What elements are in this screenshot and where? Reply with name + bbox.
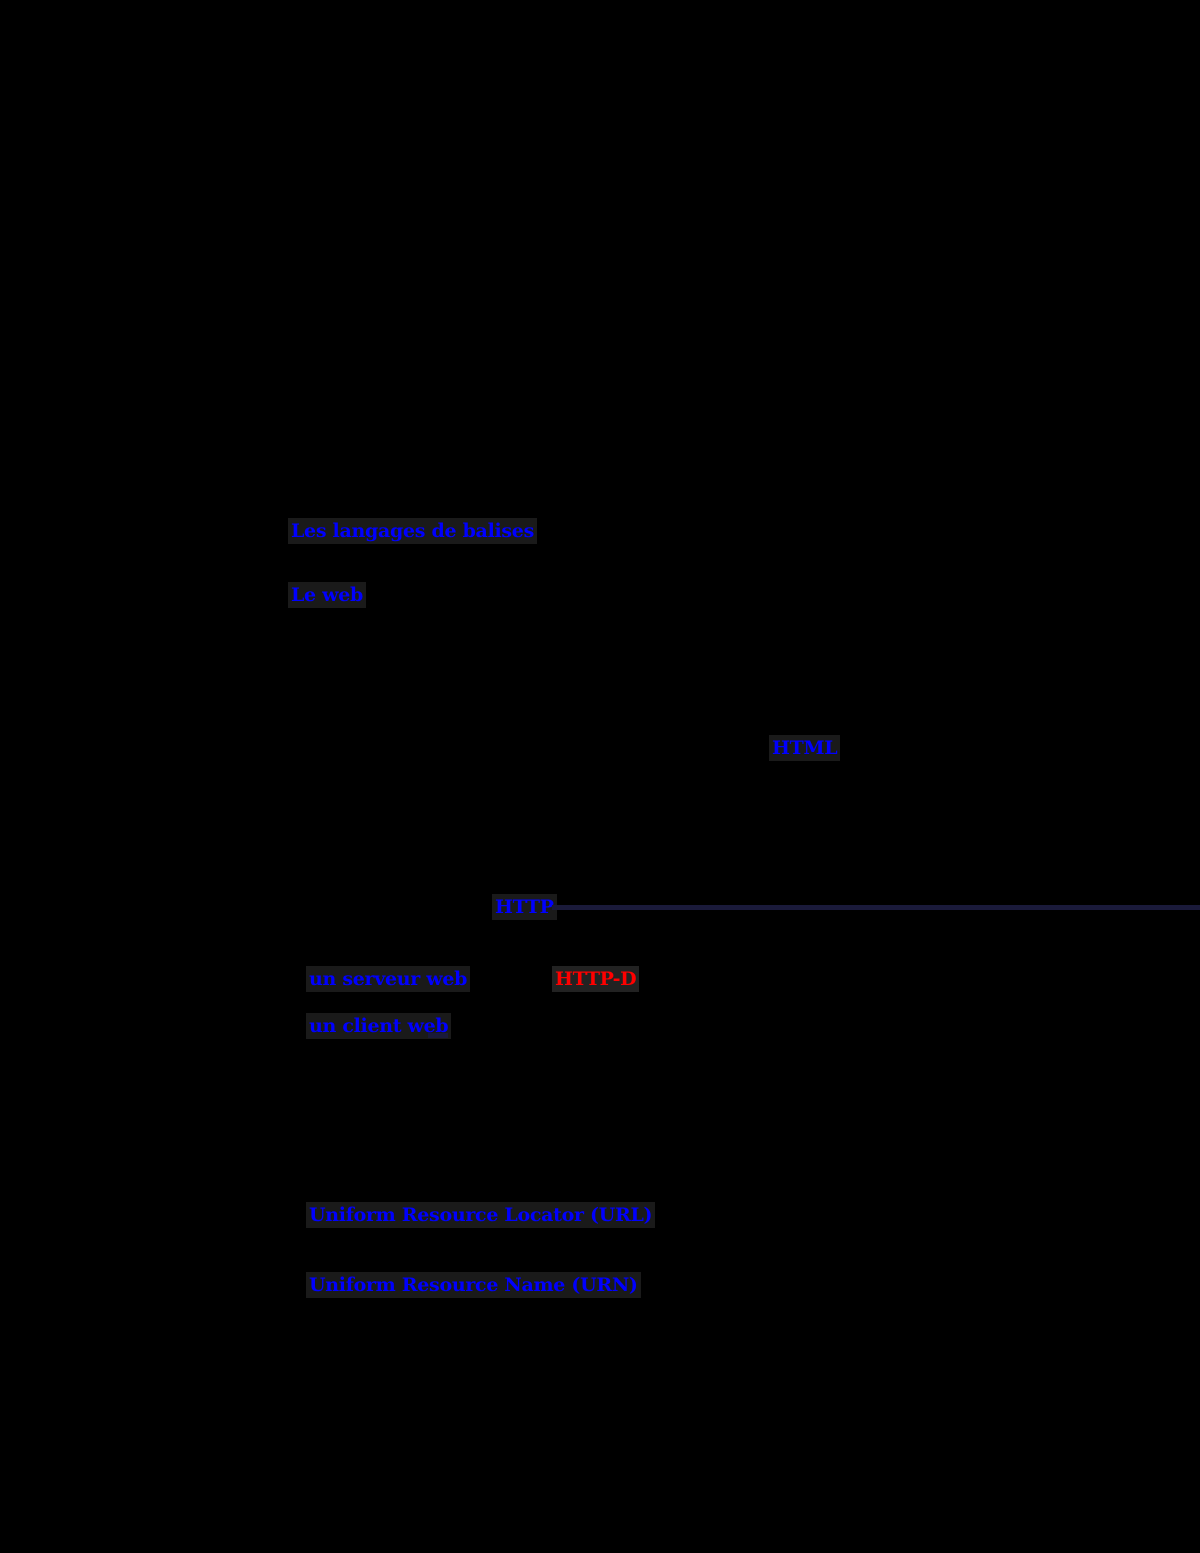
- section-link-le-web[interactable]: Le web: [288, 582, 366, 608]
- link-http[interactable]: HTTP: [492, 894, 557, 920]
- link-client-web[interactable]: un client web: [306, 1013, 452, 1039]
- link-httpd[interactable]: HTTP-D: [552, 966, 640, 992]
- link-urn[interactable]: Uniform Resource Name (URN): [306, 1272, 641, 1298]
- link-html[interactable]: HTML: [769, 735, 841, 761]
- link-url[interactable]: Uniform Resource Locator (URL): [306, 1202, 656, 1228]
- horizontal-rule: [552, 905, 1200, 910]
- link-serveur-web[interactable]: un serveur web: [306, 966, 471, 992]
- link-underline-segment: [428, 1033, 448, 1038]
- section-link-langages-de-balises[interactable]: Les langages de balises: [288, 518, 537, 544]
